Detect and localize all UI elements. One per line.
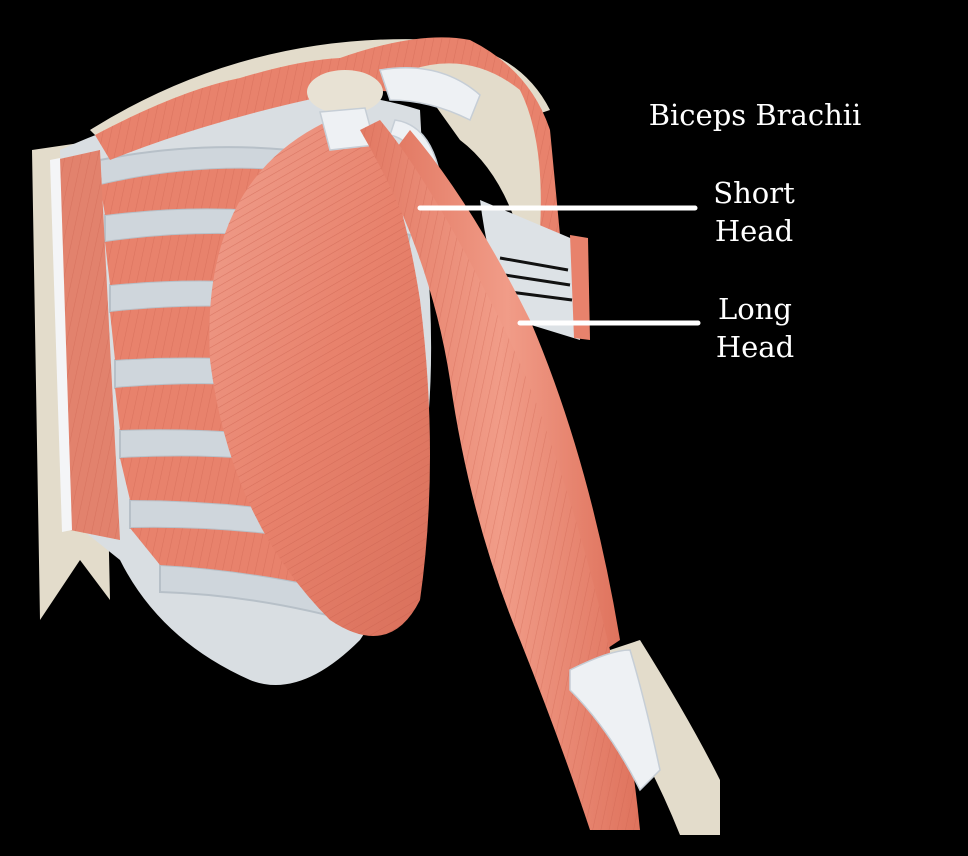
humerus-stub xyxy=(480,200,580,340)
biceps-tendon xyxy=(569,649,661,792)
label-short-head-line1: Short xyxy=(713,176,795,210)
label-long-head-line2: Head xyxy=(715,330,795,364)
diagram-title: Biceps Brachii xyxy=(648,98,862,132)
label-long-head-line1: Long xyxy=(718,292,792,326)
label-short-head: Short Head xyxy=(694,174,814,250)
coracoid-process xyxy=(307,70,383,114)
label-short-head-line2: Head xyxy=(714,214,794,248)
label-long-head: Long Head xyxy=(695,290,815,366)
